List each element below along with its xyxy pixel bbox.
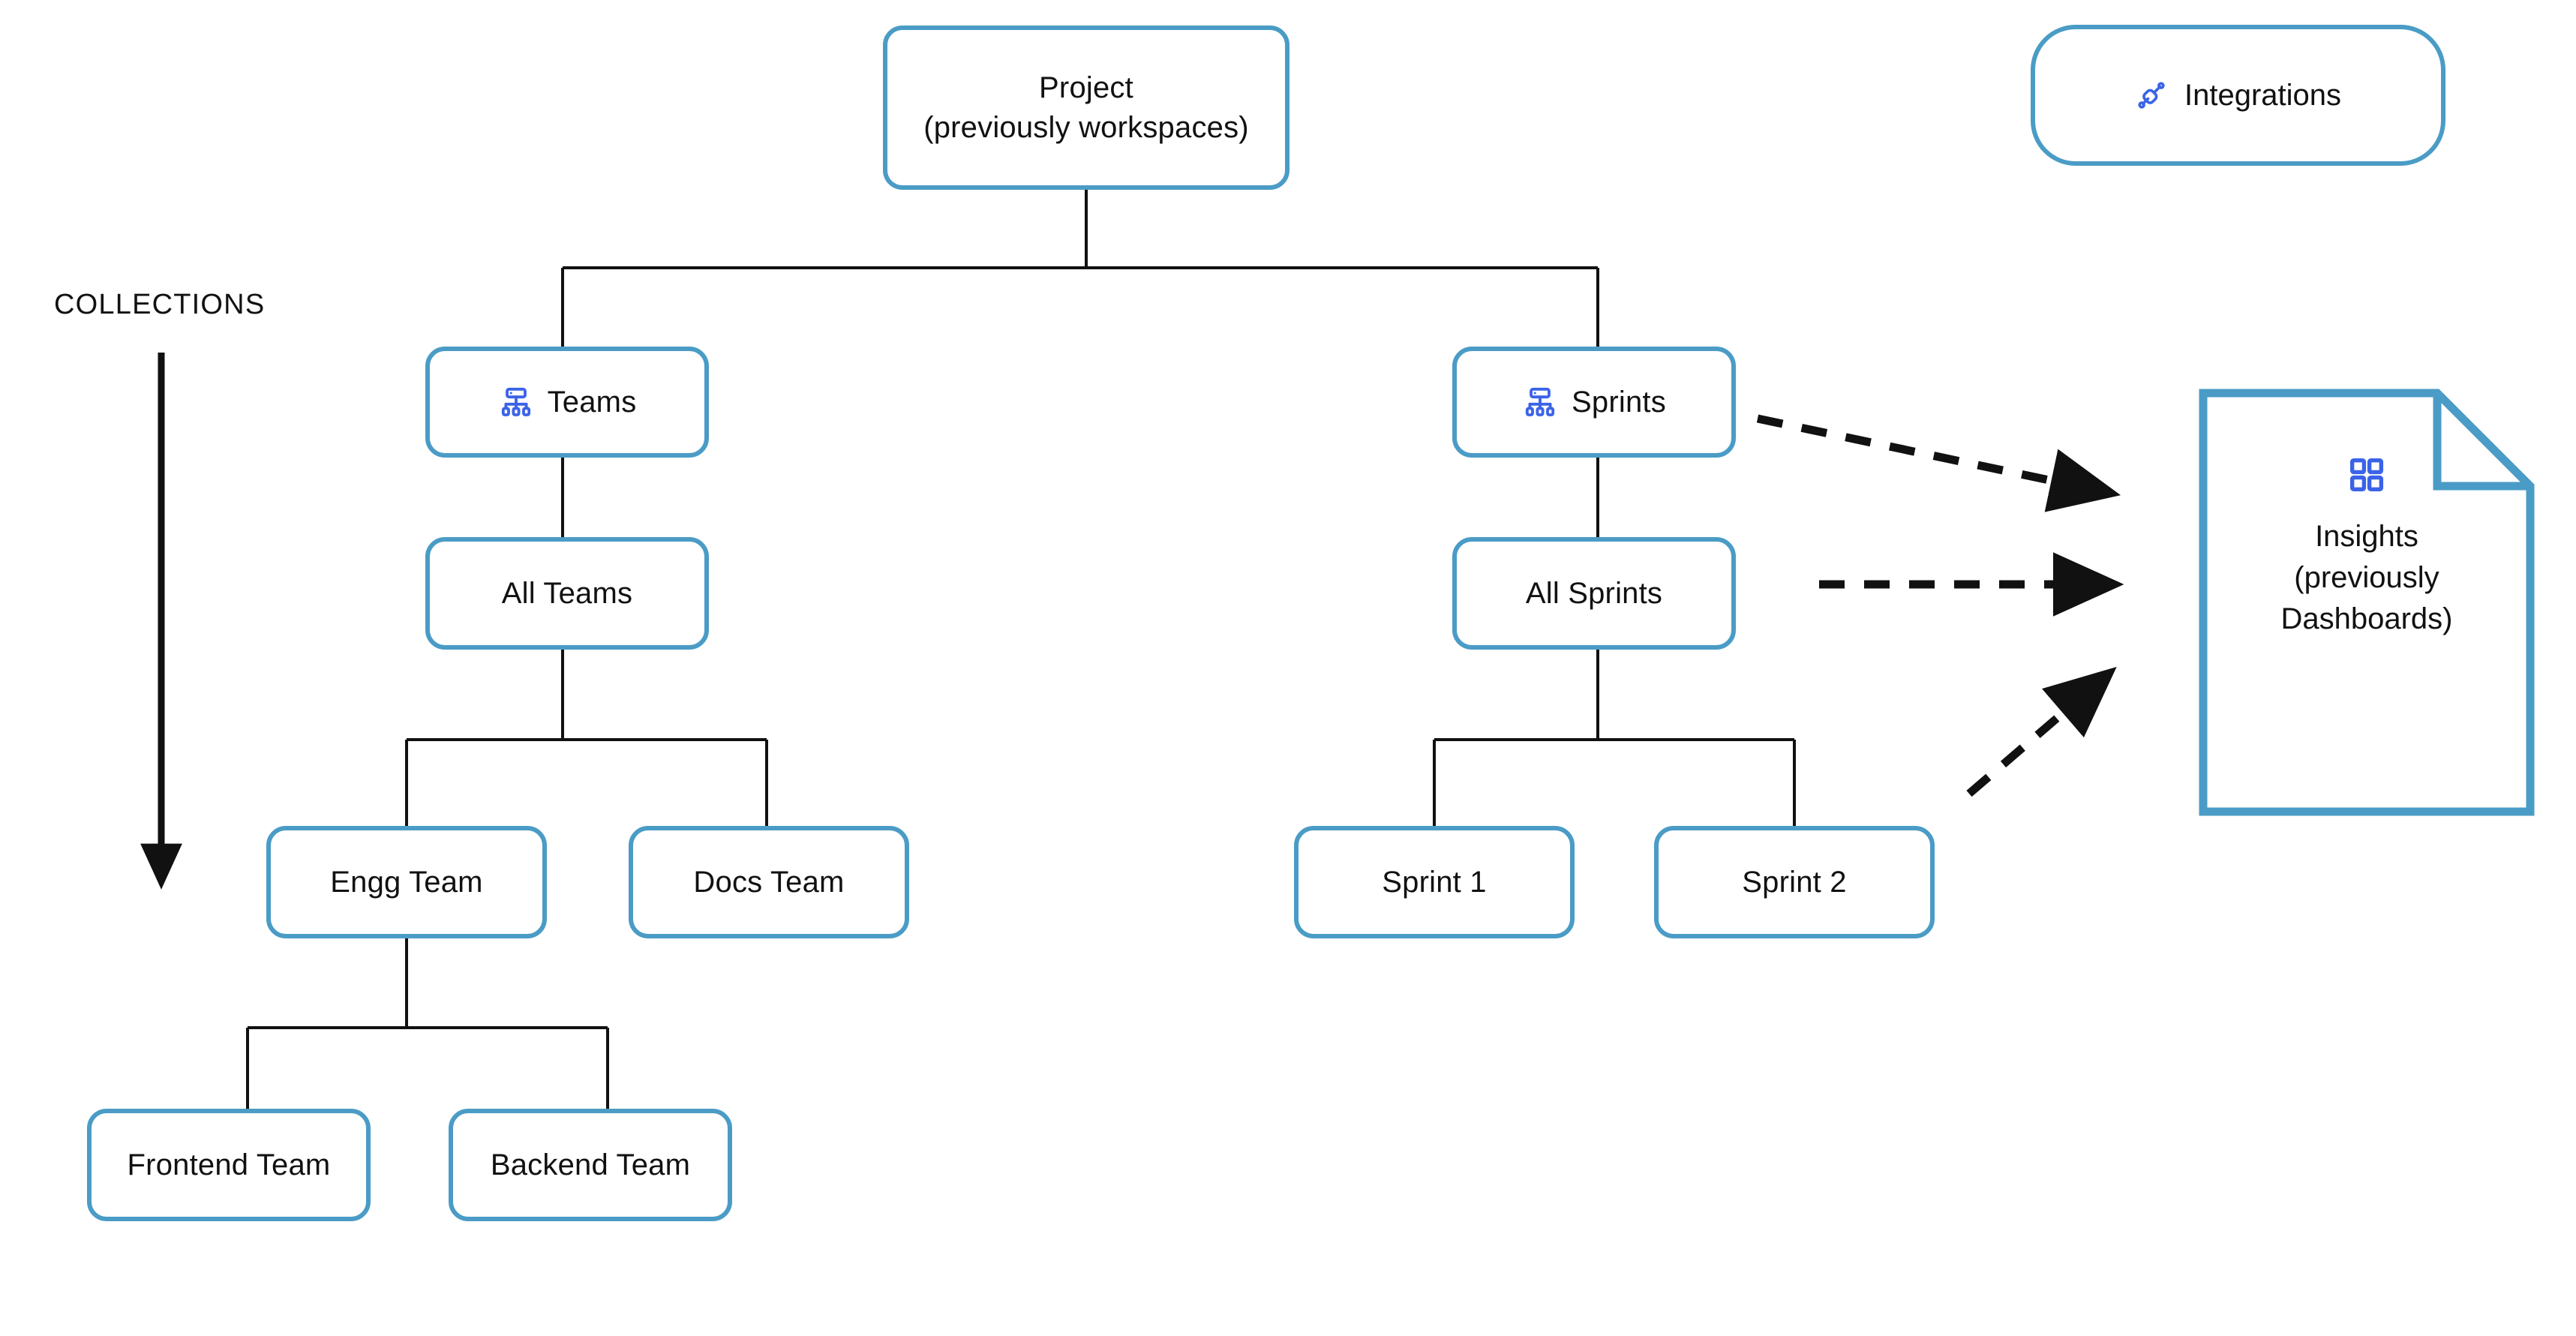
- node-docs-team[interactable]: Docs Team: [629, 826, 909, 938]
- node-project-label: Project (previously workspaces): [923, 71, 1249, 144]
- dashed-edge-sprints-insights: [1756, 414, 2121, 512]
- node-integrations[interactable]: Integrations: [2031, 25, 2445, 166]
- hierarchy-icon: [498, 384, 534, 420]
- node-sprint-1[interactable]: Sprint 1: [1294, 826, 1575, 938]
- node-teams-label: Teams: [547, 385, 637, 419]
- node-sprint-1-label: Sprint 1: [1382, 865, 1487, 899]
- node-docs-team-label: Docs Team: [693, 865, 845, 899]
- node-frontend-team-label: Frontend Team: [127, 1148, 331, 1181]
- node-sprints[interactable]: Sprints: [1452, 347, 1736, 458]
- insights-content: Insights (previously Dashboards): [2199, 455, 2535, 641]
- node-all-teams-label: All Teams: [501, 576, 633, 610]
- node-project[interactable]: Project (previously workspaces): [883, 26, 1290, 190]
- node-teams[interactable]: Teams: [425, 347, 709, 458]
- document-shape: [2199, 389, 2535, 816]
- node-backend-team-label: Backend Team: [490, 1148, 691, 1181]
- collections-section-label: COLLECTIONS: [54, 289, 266, 320]
- dashed-edge-sprint2-insights: [1966, 666, 2117, 797]
- node-frontend-team[interactable]: Frontend Team: [87, 1109, 371, 1221]
- node-all-sprints[interactable]: All Sprints: [1452, 537, 1736, 650]
- node-engg-team-label: Engg Team: [330, 865, 483, 899]
- node-insights-label: Insights (previously Dashboards): [2280, 520, 2453, 636]
- node-engg-team[interactable]: Engg Team: [266, 826, 547, 938]
- node-insights[interactable]: Insights (previously Dashboards): [2199, 389, 2535, 816]
- node-sprints-label: Sprints: [1572, 385, 1666, 419]
- node-sprint-2[interactable]: Sprint 2: [1654, 826, 1935, 938]
- node-sprint-2-label: Sprint 2: [1742, 865, 1847, 899]
- node-integrations-label: Integrations: [2184, 78, 2342, 112]
- node-backend-team[interactable]: Backend Team: [449, 1109, 732, 1221]
- hierarchy-icon: [1522, 384, 1558, 420]
- node-all-sprints-label: All Sprints: [1525, 576, 1663, 610]
- node-all-teams[interactable]: All Teams: [425, 537, 709, 650]
- grid-2x2-icon: [2346, 455, 2387, 495]
- plug-connector-icon: [2135, 79, 2168, 112]
